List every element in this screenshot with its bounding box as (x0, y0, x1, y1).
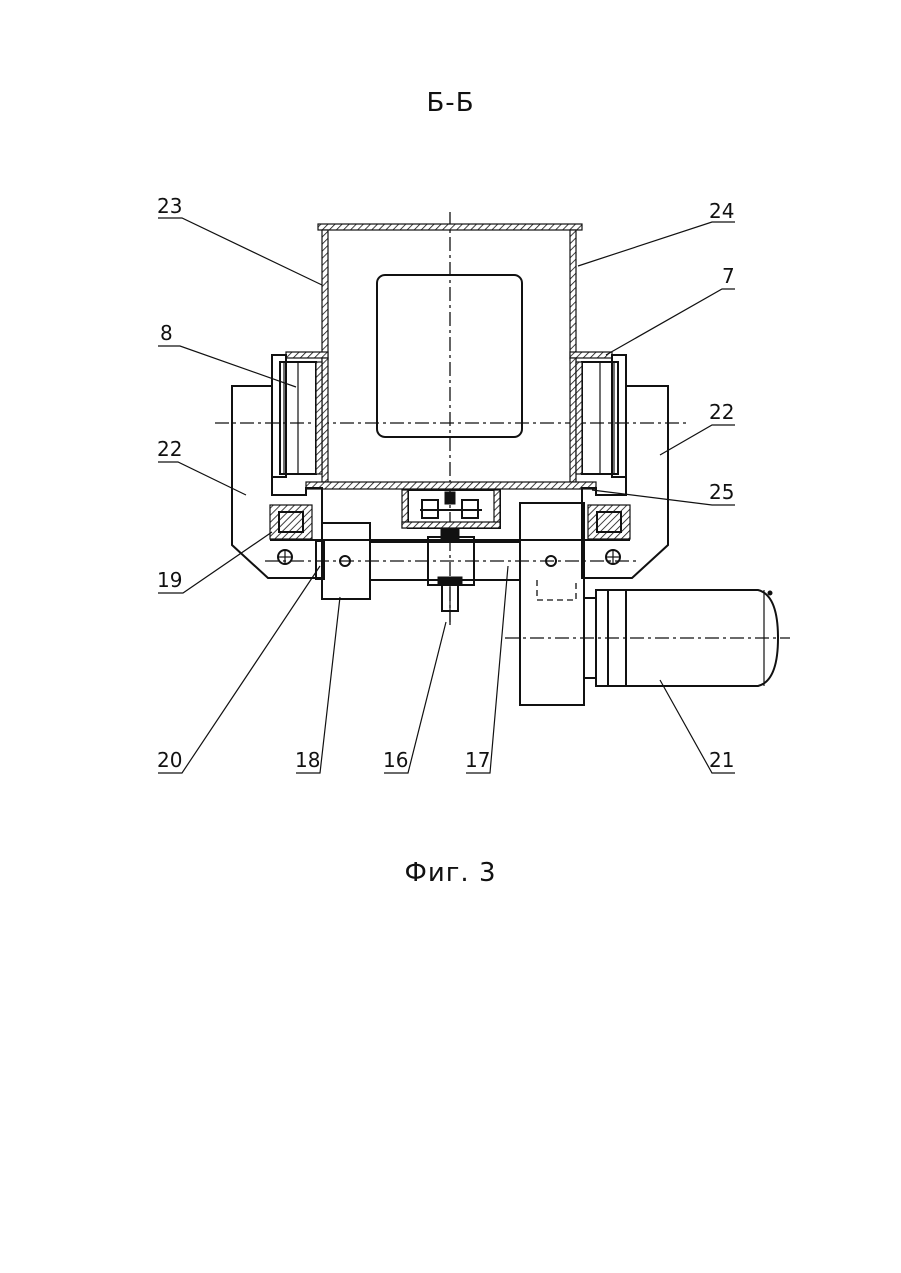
right-roller-assembly (576, 355, 626, 477)
hopper-body (286, 224, 612, 489)
right-frame-beam (588, 505, 630, 539)
gearbox (520, 503, 584, 705)
callout-17: 17 (465, 748, 490, 772)
figure-caption: Фиг. 3 (0, 858, 901, 888)
hopper-right-wall-lower (570, 358, 576, 482)
callout-24: 24 (709, 199, 734, 223)
callout-22-left: 22 (157, 437, 182, 461)
callout-21: 21 (709, 748, 734, 772)
hopper-left-wall-lower (322, 358, 328, 482)
callout-22-right: 22 (709, 400, 734, 424)
hopper-right-wall-upper (570, 230, 576, 360)
callout-25: 25 (709, 480, 734, 504)
callout-19: 19 (157, 568, 182, 592)
callout-7: 7 (722, 264, 735, 288)
callout-16: 16 (383, 748, 408, 772)
hopper-top-flange (318, 224, 582, 230)
callout-8: 8 (160, 321, 173, 345)
right-shoulder (570, 352, 612, 358)
left-shoulder (286, 352, 328, 358)
hopper-left-wall-upper (322, 230, 328, 360)
pinion-gear (402, 490, 500, 622)
hopper-bottom-plate (306, 482, 596, 489)
left-frame-beam (270, 505, 312, 539)
callout-20: 20 (157, 748, 182, 772)
callout-23: 23 (157, 194, 182, 218)
callout-18: 18 (295, 748, 320, 772)
left-roller-assembly (272, 355, 322, 477)
